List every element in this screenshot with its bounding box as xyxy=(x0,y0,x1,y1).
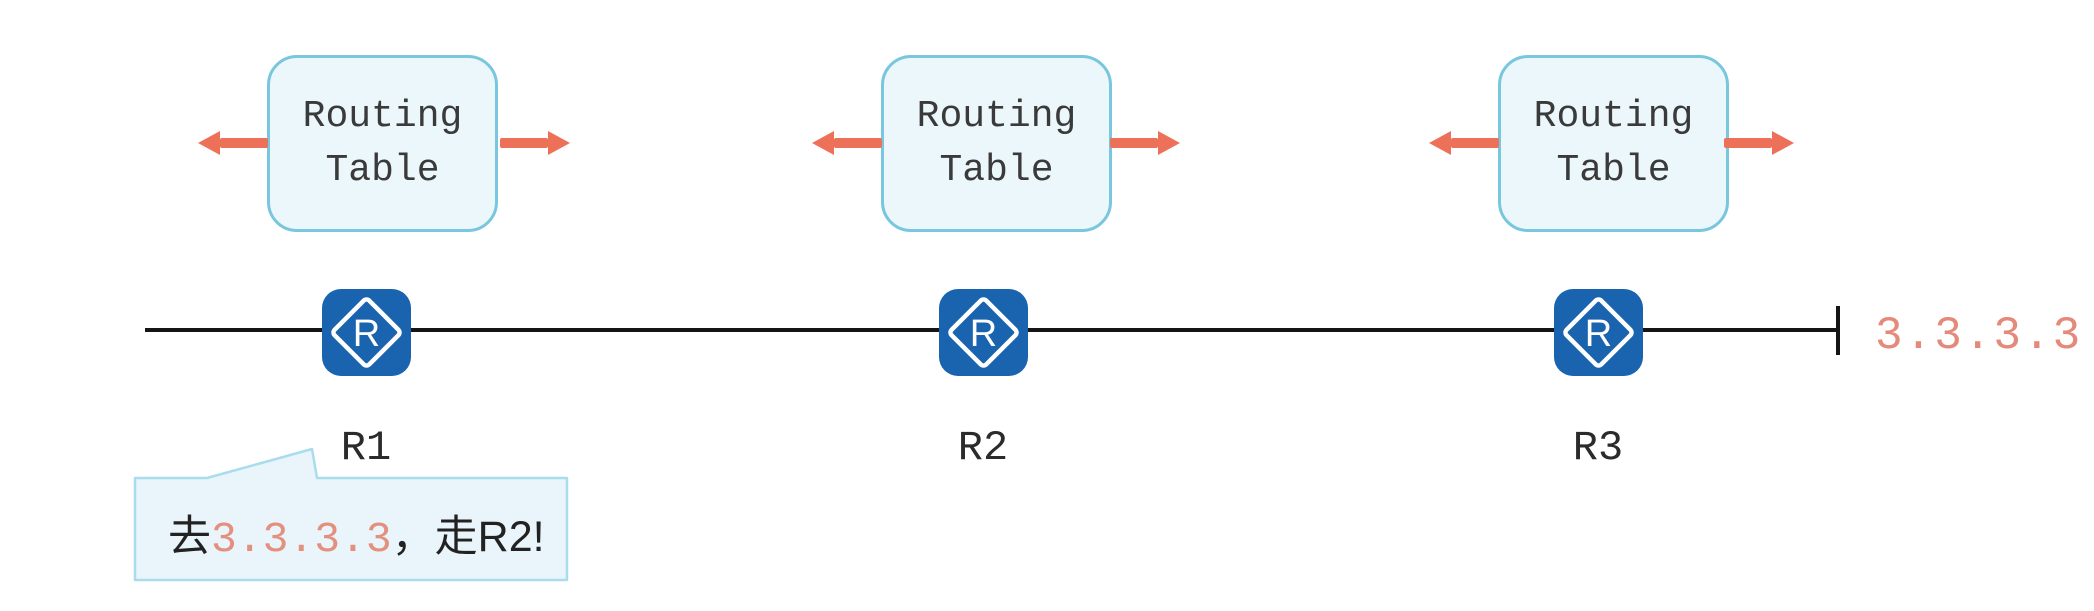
arrow-right-icon xyxy=(1724,138,1772,148)
link-end-tick xyxy=(1836,306,1840,355)
arrow-left-icon xyxy=(834,138,882,148)
speech-bubble-shape xyxy=(133,447,569,582)
router-diamond-glyph xyxy=(1563,297,1634,368)
router-icon-glyph: R xyxy=(1554,289,1643,376)
routing-table-label-line1: Routing xyxy=(302,94,463,138)
router-icon-glyph: R xyxy=(939,289,1028,376)
routing-table-box-r2: Routing Table xyxy=(881,55,1112,232)
routing-table-label-line1: Routing xyxy=(1533,94,1694,138)
router-icon-r2: R xyxy=(938,288,1029,377)
routing-table-label-line2: Table xyxy=(325,148,440,192)
router-diamond-glyph xyxy=(948,297,1019,368)
routing-table-label-line2: Table xyxy=(939,148,1054,192)
arrow-right-icon xyxy=(1110,138,1158,148)
router-letter: R xyxy=(970,313,997,355)
router-label-r1: R1 xyxy=(340,424,392,472)
callout-text: 去3.3.3.3，走R2! xyxy=(168,502,545,564)
callout-ip: 3.3.3.3 xyxy=(211,515,392,564)
router-icon-r1: R xyxy=(321,288,412,377)
arrow-left-icon xyxy=(220,138,268,148)
arrow-left-icon xyxy=(1451,138,1499,148)
routing-table-box-r3: Routing Table xyxy=(1498,55,1729,232)
router-icon-glyph: R xyxy=(322,289,411,376)
routing-table-label-line1: Routing xyxy=(916,94,1077,138)
router-icon-r3: R xyxy=(1553,288,1644,377)
callout-prefix: 去 xyxy=(168,513,211,561)
router-label-r3: R3 xyxy=(1572,424,1624,472)
router-letter: R xyxy=(353,313,380,355)
router-diamond-glyph xyxy=(331,297,402,368)
callout-suffix: ，走R2! xyxy=(391,513,545,561)
destination-ip-label: 3.3.3.3 xyxy=(1875,310,2083,362)
router-label-r2: R2 xyxy=(957,424,1009,472)
router-letter: R xyxy=(1585,313,1612,355)
routing-table-box-r1: Routing Table xyxy=(267,55,498,232)
arrow-right-icon xyxy=(500,138,548,148)
routing-table-label-line2: Table xyxy=(1556,148,1671,192)
